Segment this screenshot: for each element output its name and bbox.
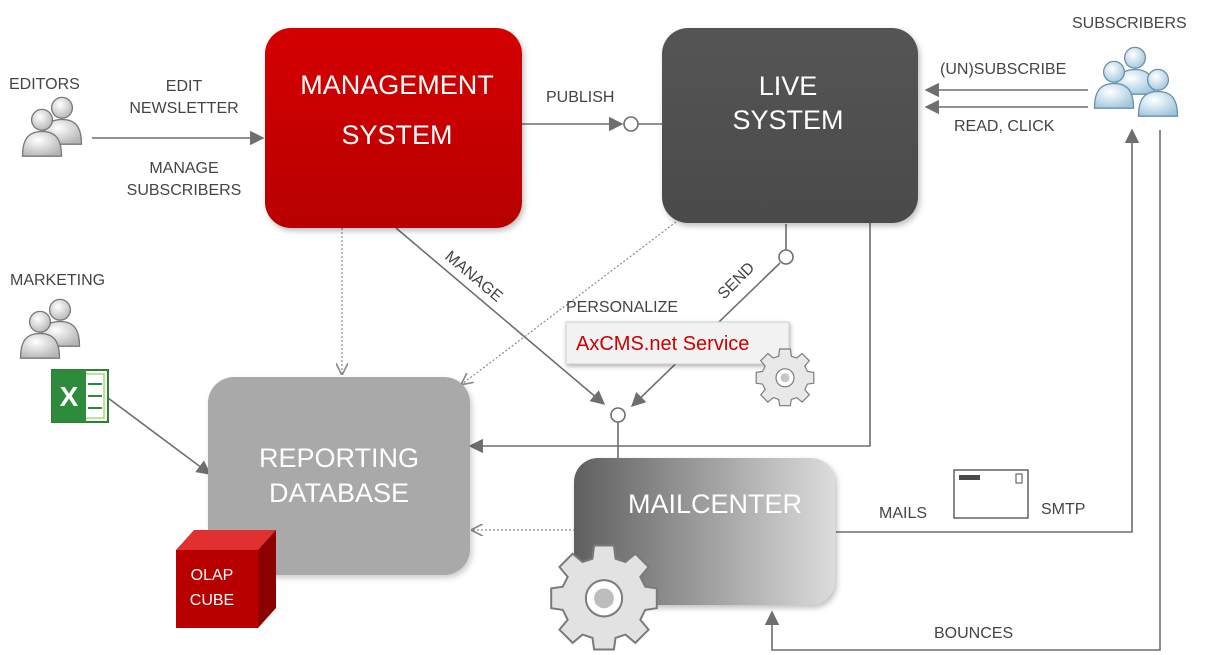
- personalize-label: PERSONALIZE: [566, 299, 678, 316]
- subscribers-people-group-icon: [1093, 46, 1179, 117]
- marketing-people-group-icon: [19, 298, 81, 359]
- connectors: [92, 82, 1161, 651]
- read-click-label: READ, CLICK: [954, 118, 1055, 135]
- reporting-title-line1: REPORTING: [259, 443, 419, 473]
- reporting-database-box: [208, 377, 470, 575]
- manage-subscribers-line2: SUBSCRIBERS: [127, 182, 242, 199]
- live-reporting-arrow: [468, 222, 871, 454]
- svg-text:X: X: [60, 381, 79, 412]
- send-label: SEND: [715, 259, 758, 302]
- service-name: AxCMS.net Service: [576, 333, 749, 355]
- mailcenter-gear-icon: [550, 544, 658, 651]
- service-gear-icon: [755, 348, 815, 407]
- management-system: MANAGEMENT SYSTEM: [265, 28, 522, 228]
- editors-people-group-icon: [21, 96, 83, 157]
- reporting-database: REPORTING DATABASE: [208, 377, 470, 575]
- bounces-arrow: [764, 130, 1161, 651]
- marketing-arrow: [107, 397, 212, 475]
- management-title-line2: SYSTEM: [341, 120, 452, 150]
- envelope-icon: [953, 469, 1029, 519]
- live-system-box: [662, 28, 918, 223]
- publish-label: PUBLISH: [546, 89, 614, 106]
- management-title-line1: MANAGEMENT: [300, 70, 494, 100]
- manage-subscribers-line1: MANAGE: [149, 160, 218, 177]
- bounces-label: BOUNCES: [934, 625, 1013, 642]
- publish-port: [623, 116, 639, 132]
- live-title-line2: SYSTEM: [732, 105, 843, 135]
- mails-smtp-arrow: [836, 128, 1140, 533]
- olap-line1: OLAP: [191, 567, 234, 584]
- mailcenter-port: [610, 407, 626, 423]
- marketing-label: MARKETING: [10, 272, 105, 289]
- live-system: LIVE SYSTEM: [662, 28, 918, 223]
- live-reporting-link: [462, 221, 677, 384]
- live-title-line1: LIVE: [759, 71, 818, 101]
- excel-icon: X: [51, 369, 109, 423]
- edit-label-line2: NEWSLETTER: [129, 100, 238, 117]
- manage-label: MANAGE: [441, 248, 505, 306]
- service-box: [565, 321, 790, 365]
- send-port: [778, 249, 794, 265]
- reporting-title-line2: DATABASE: [269, 478, 409, 508]
- management-system-box: [265, 28, 522, 228]
- editors-label: EDITORS: [9, 76, 80, 93]
- mailcenter-title: MAILCENTER: [628, 489, 802, 519]
- edit-label-line1: EDIT: [166, 78, 203, 95]
- manage-arrow: [395, 227, 606, 405]
- smtp-label: SMTP: [1041, 501, 1085, 518]
- subscribers-label: SUBSCRIBERS: [1072, 15, 1187, 32]
- mails-label: MAILS: [879, 505, 927, 522]
- olap-line2: CUBE: [190, 592, 234, 609]
- olap-cube-icon: OLAP CUBE: [176, 530, 276, 628]
- axcms-service: AxCMS.net Service: [565, 321, 815, 407]
- unsubscribe-label: (UN)SUBSCRIBE: [940, 61, 1066, 78]
